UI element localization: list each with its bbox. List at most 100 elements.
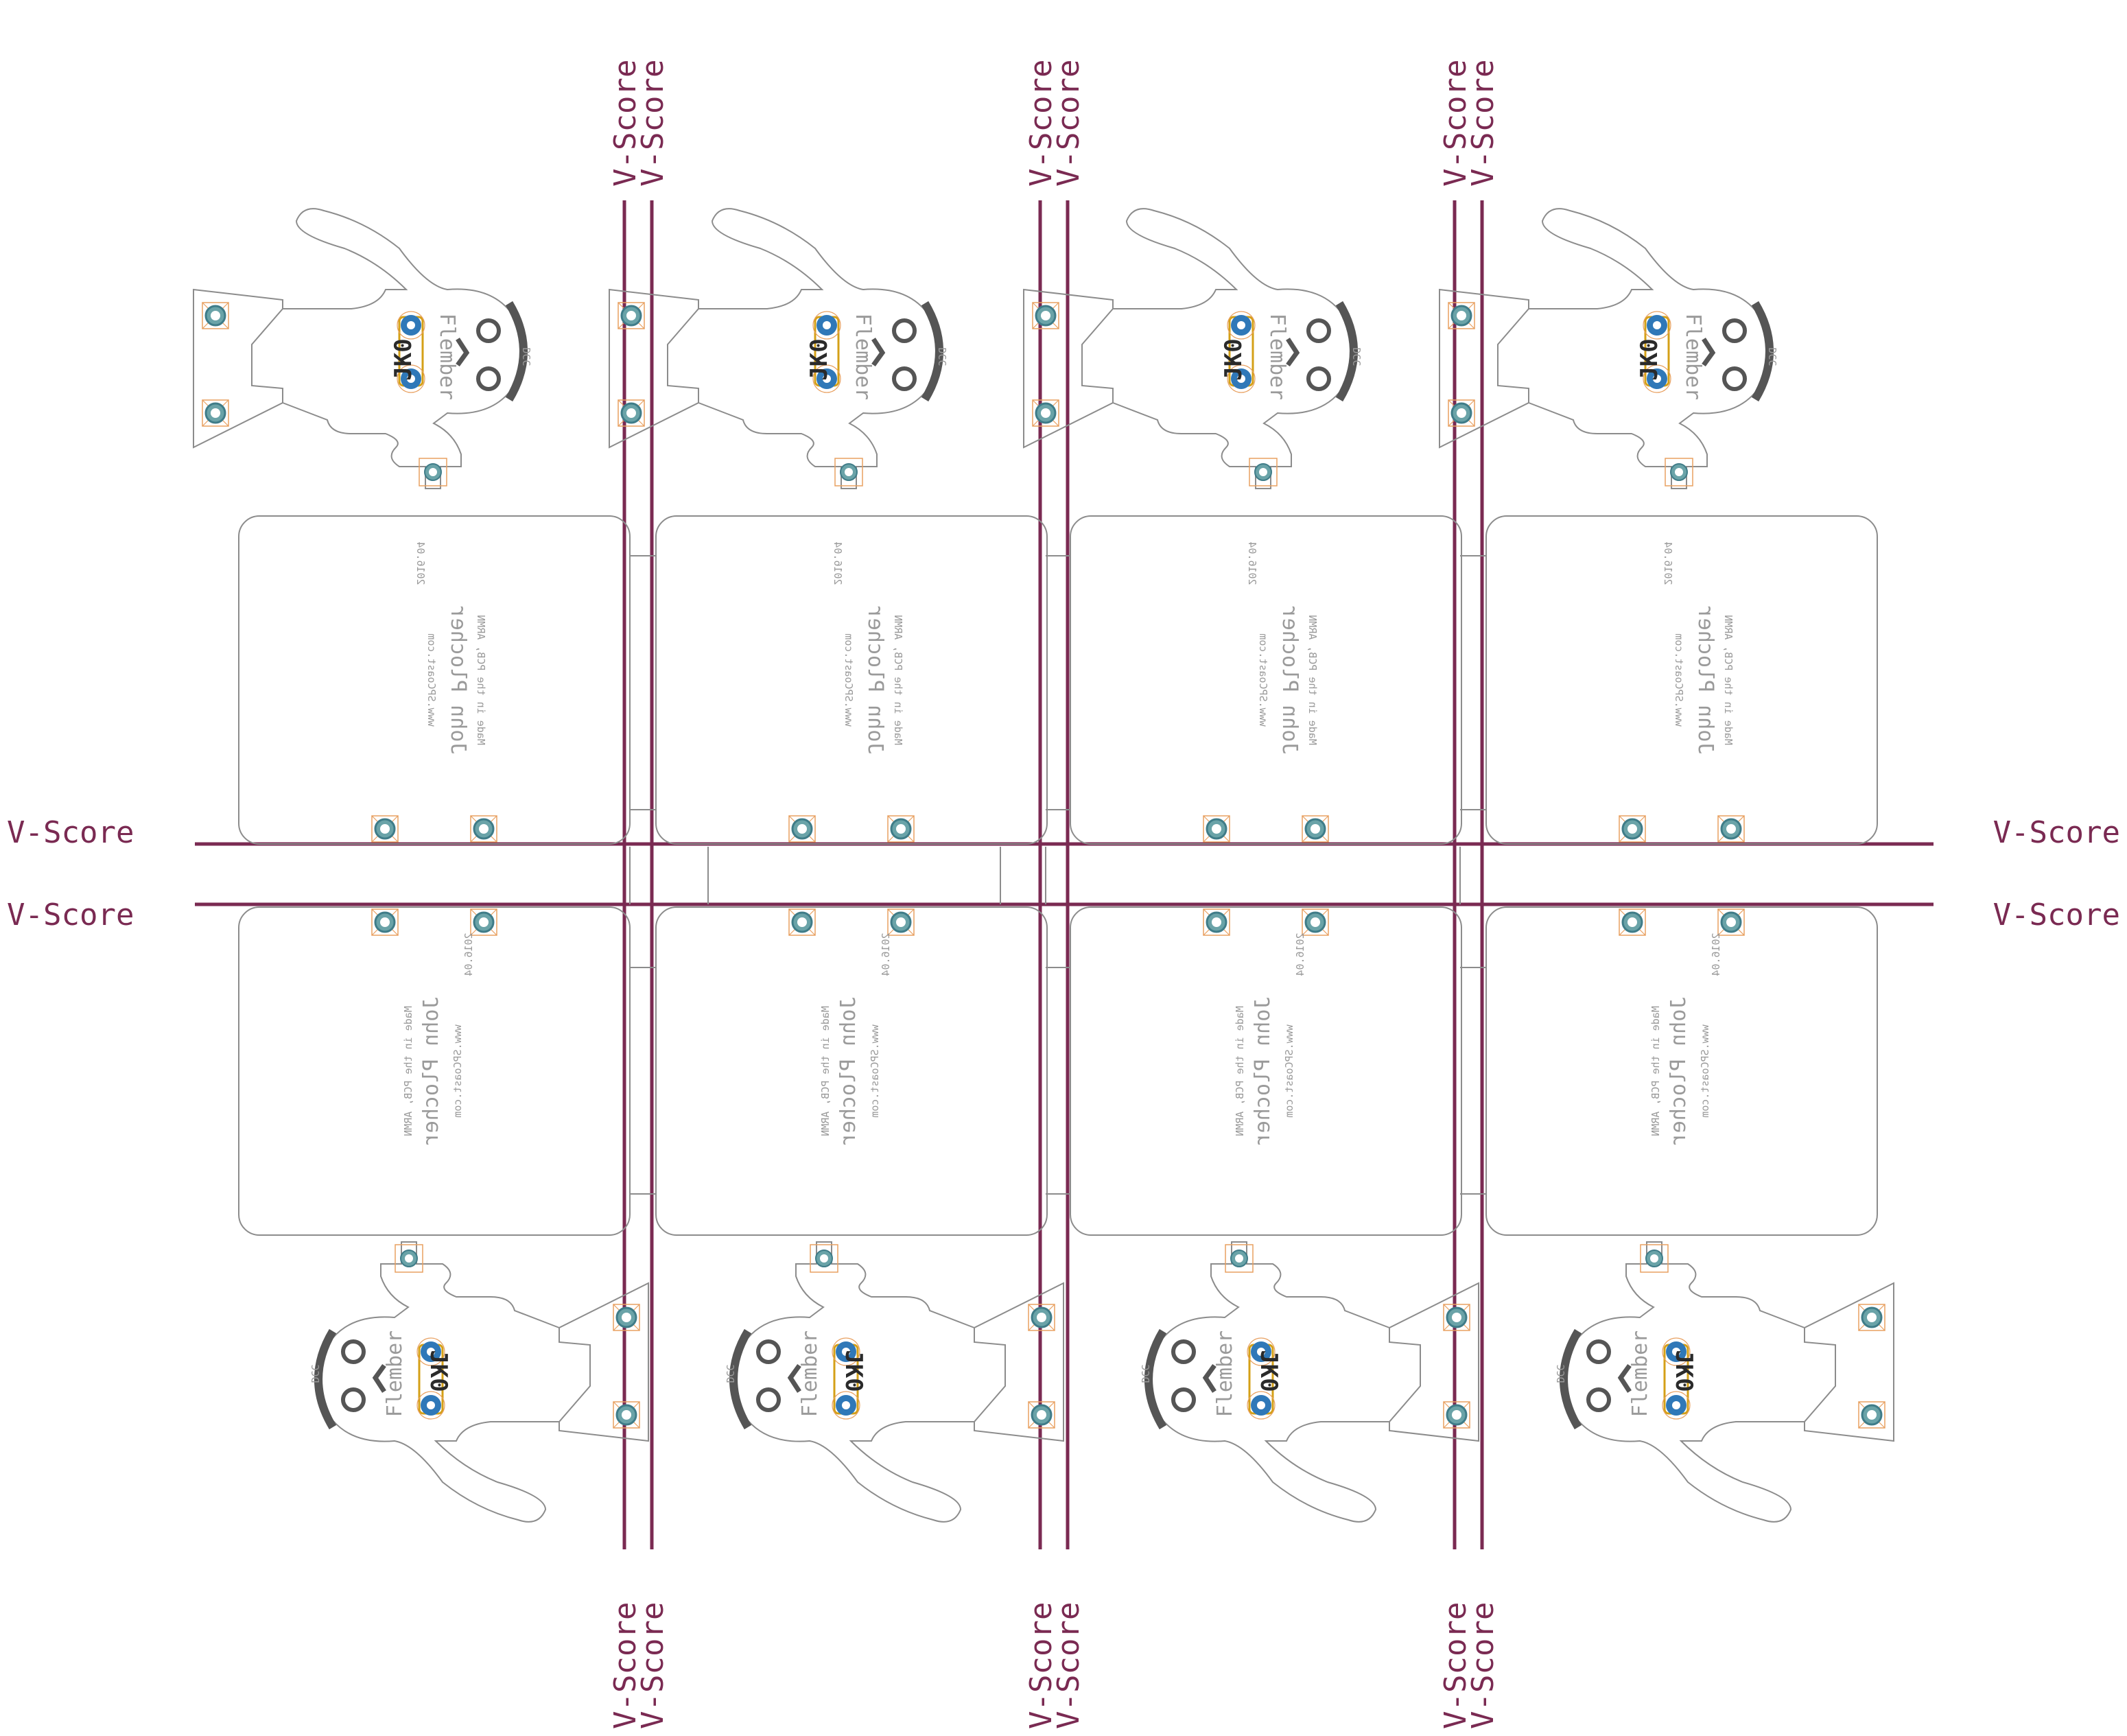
through-hole-pad-icon xyxy=(416,1391,445,1420)
pad-keepout xyxy=(202,302,229,329)
hat-brim-icon xyxy=(505,301,528,402)
pad-keepout xyxy=(1640,1244,1669,1273)
mouth-icon xyxy=(372,1363,386,1393)
url-text: www.SPCoast.com xyxy=(869,1024,881,1117)
url-text: www.SPCoast.com xyxy=(1699,1024,1711,1117)
through-hole-pad-icon xyxy=(1643,364,1671,393)
pad-keepout xyxy=(1717,815,1745,843)
test-pad-icon xyxy=(1640,1244,1669,1273)
doll-body-outline xyxy=(1562,1241,1805,1523)
pad-hole xyxy=(1627,917,1637,927)
pad-keepout xyxy=(887,815,915,843)
made-text: Made in the PCB, ARMN xyxy=(1649,1006,1662,1136)
pad-keepout xyxy=(419,458,447,486)
doll-legs-outline xyxy=(559,1282,649,1442)
test-pad-icon xyxy=(470,815,497,843)
pad-keepout xyxy=(1443,1401,1470,1429)
through-hole-pad-icon xyxy=(1247,1337,1276,1366)
tht-keepout xyxy=(1227,311,1256,340)
author-text: John Plocher xyxy=(1251,997,1275,1146)
eye-icon xyxy=(1586,1339,1611,1364)
pad-hole xyxy=(380,917,390,927)
url-text: www.SPCoast.com xyxy=(425,633,438,726)
doll-legs-outline xyxy=(609,288,699,449)
dcc-label: DCC xyxy=(1140,1364,1152,1383)
part-label: JK0 xyxy=(1636,338,1663,380)
test-pad-icon xyxy=(1203,815,1230,843)
date-text: 2016.04 xyxy=(1294,932,1306,976)
name-label: Flember xyxy=(851,314,875,400)
made-text: Made in the PCB, ARMN xyxy=(892,615,904,745)
pad-hole xyxy=(405,1254,413,1263)
made-text: Made in the PCB, ARMN xyxy=(1234,1006,1246,1136)
mouth-icon xyxy=(1702,338,1716,367)
pad-keepout xyxy=(470,815,497,843)
name-label: Flember xyxy=(383,1330,407,1417)
tht-keepout xyxy=(1662,1337,1691,1366)
tht-keepout xyxy=(1227,364,1256,393)
eye-icon xyxy=(1171,1387,1196,1412)
v-score-label: V-Score xyxy=(1993,898,2120,932)
pad-hole xyxy=(896,824,906,834)
through-hole-pad-icon xyxy=(1662,1337,1691,1366)
test-pad-icon xyxy=(1448,302,1475,329)
tht-keepout xyxy=(397,311,425,340)
eye-icon xyxy=(756,1387,781,1412)
pad-keepout xyxy=(1032,399,1059,427)
tht-hole xyxy=(1653,321,1661,329)
pad-keepout xyxy=(1717,908,1745,936)
test-pad-icon xyxy=(1717,908,1745,936)
tht-hole xyxy=(1672,1348,1680,1356)
part-label: JK0 xyxy=(1670,1350,1697,1392)
doll-legs-outline xyxy=(1023,288,1114,449)
pad-hole xyxy=(1259,468,1267,476)
test-pad-icon xyxy=(1203,908,1230,936)
pad-keepout xyxy=(395,1244,423,1273)
dcc-label: DCC xyxy=(520,347,532,366)
pad-hole xyxy=(380,824,390,834)
doll-body-outline xyxy=(316,1241,560,1523)
tht-hole xyxy=(1672,1401,1680,1409)
part-label: JK0 xyxy=(390,338,417,380)
tht-hole xyxy=(1653,375,1661,383)
pad-hole xyxy=(797,824,807,834)
hat-brim-icon xyxy=(1144,1328,1167,1430)
test-pad-icon xyxy=(1448,399,1475,427)
dcc-label: DCC xyxy=(725,1364,737,1383)
pad-keepout xyxy=(613,1304,640,1331)
test-pad-icon xyxy=(1225,1244,1254,1273)
part-label: JK0 xyxy=(806,338,833,380)
card-outline xyxy=(655,515,1048,845)
through-hole-pad-icon xyxy=(416,1337,445,1366)
part-label: JK0 xyxy=(1255,1350,1282,1392)
test-pad-icon xyxy=(1302,908,1329,936)
pad-keepout xyxy=(1028,1401,1055,1429)
doll-legs-outline xyxy=(1389,1282,1479,1442)
v-score-label: V-Score xyxy=(1051,60,1086,187)
name-label: Flember xyxy=(1681,314,1705,400)
hat-brim-icon xyxy=(314,1328,337,1430)
part-label: JK0 xyxy=(425,1350,452,1392)
date-text: 2016.04 xyxy=(1246,541,1258,585)
pad-keepout xyxy=(1448,302,1475,329)
tht-hole xyxy=(823,375,831,383)
pad-hole xyxy=(1726,824,1736,834)
author-text: John Plocher xyxy=(836,997,860,1146)
url-text: www.SPCoast.com xyxy=(1283,1024,1295,1117)
v-score-label: V-Score xyxy=(608,60,643,187)
eye-icon xyxy=(476,366,501,391)
v-score-label: V-Score xyxy=(1993,815,2120,850)
name-label: Flember xyxy=(435,314,459,400)
test-pad-icon xyxy=(1858,1401,1885,1429)
mouth-icon xyxy=(1617,1363,1632,1393)
eye-icon xyxy=(892,318,917,343)
tht-keepout xyxy=(832,1391,860,1420)
pad-hole xyxy=(1452,1410,1461,1420)
pad-hole xyxy=(1627,824,1637,834)
through-hole-pad-icon xyxy=(1247,1391,1276,1420)
test-pad-icon xyxy=(810,1244,838,1273)
